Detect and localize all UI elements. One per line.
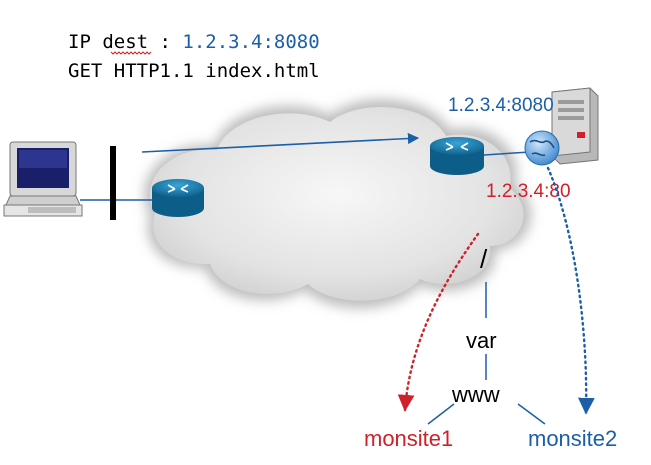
svg-text:IP dest : 1.2.3.4:8080: IP dest : 1.2.3.4:8080	[68, 31, 320, 53]
server-address-8080: 1.2.3.4:8080	[448, 95, 554, 116]
globe-icon	[524, 130, 560, 166]
tree-var: var	[466, 328, 497, 353]
router-right-icon	[430, 137, 484, 175]
tree-monsite1: monsite1	[364, 426, 453, 451]
server-address-80: 1.2.3.4:80	[486, 181, 571, 202]
mapping-8080-to-monsite2	[546, 166, 595, 415]
firewall-bar	[110, 146, 116, 220]
request-arrow	[141, 132, 420, 153]
tree-monsite2: monsite2	[528, 426, 617, 451]
mapping-80-to-monsite1	[397, 232, 480, 412]
desktop-computer-icon	[3, 141, 83, 217]
tree-root: /	[480, 244, 488, 274]
get-request-line: GET HTTP1.1 index.html	[68, 60, 320, 82]
ip-dest-value: 1.2.3.4:8080	[182, 31, 319, 53]
ip-dest-label: IP dest :	[68, 31, 182, 53]
router-server-link	[483, 151, 531, 156]
filesystem-tree: / var www monsite1 monsite2	[364, 244, 617, 451]
tree-www: www	[451, 382, 500, 407]
request-text: IP dest : 1.2.3.4:8080 GET HTTP1.1 index…	[68, 31, 320, 82]
router-left-icon	[152, 179, 204, 217]
spellcheck-underline	[110, 51, 152, 55]
server-icon	[551, 87, 599, 165]
